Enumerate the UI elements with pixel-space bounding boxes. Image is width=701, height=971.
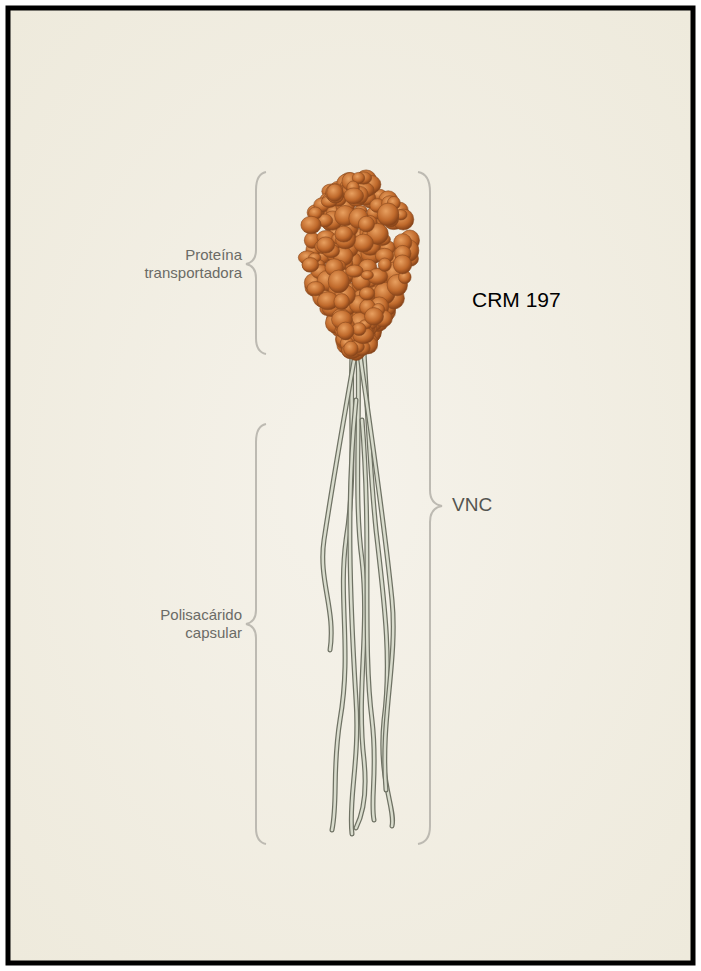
protein-name: CRM 197 [472,287,612,312]
strand-fill [362,420,374,820]
protein-bead [326,184,345,203]
protein-bead [378,258,391,271]
protein-bead [346,265,364,277]
protein-bead [344,341,359,356]
brackets [246,172,442,844]
protein-bead [327,184,343,201]
background [8,8,693,963]
protein-bead [337,322,354,340]
protein-bead [344,188,364,204]
part-label: Proteína transportadora [120,246,242,282]
protein-bead [328,270,349,293]
protein-bead [393,255,411,274]
protein-bead [353,234,373,252]
strand-fill [350,400,357,834]
protein-bead [352,323,366,336]
protein-bead [359,287,374,300]
part-label: Polisacárido capsular [120,606,242,642]
part-label: VNC [452,494,532,517]
frame [8,8,693,963]
strand-outline [350,400,357,834]
carrier-protein [298,170,419,361]
strand-outline [362,420,374,820]
protein-bead [377,203,399,226]
protein-bead [302,258,319,273]
protein-bead [335,226,353,242]
protein-bead [358,216,374,232]
polysaccharide-strands [323,352,393,834]
protein-bead [334,294,350,310]
protein-bead [361,271,373,280]
protein-bead [365,308,384,326]
protein-bead [301,216,321,234]
protein-bead [317,237,335,253]
